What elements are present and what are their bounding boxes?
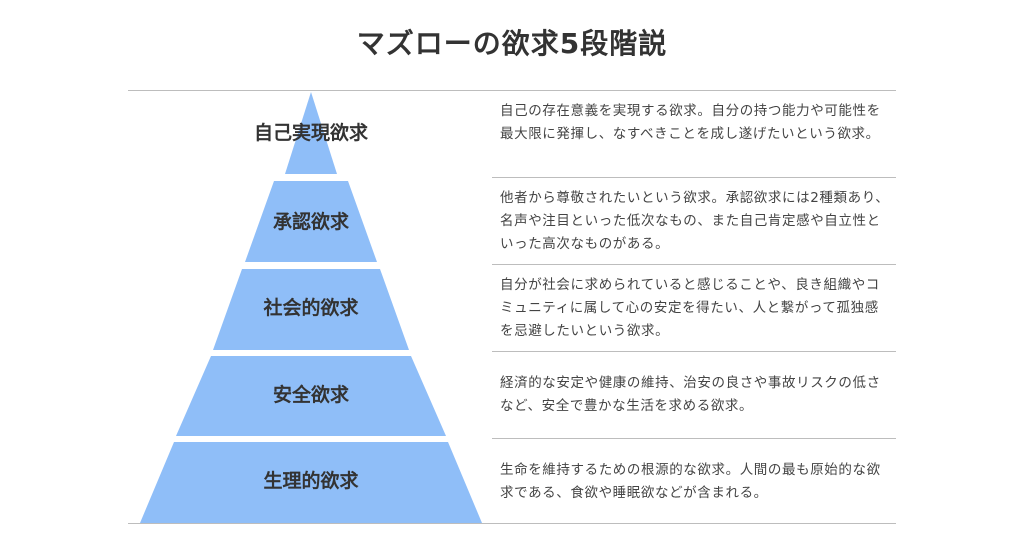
pyramid-diagram: 自己実現欲求 承認欲求 社会的欲求 安全欲求 生理的欲求 自己の存在意義を実現す… [128, 90, 896, 524]
pyramid-tier-esteem [245, 181, 377, 262]
divider-top [128, 90, 896, 91]
divider-bottom [128, 523, 896, 524]
divider-3 [492, 351, 896, 352]
pyramid-tier-social [213, 269, 409, 350]
tier-label-physiological: 生理的欲求 [263, 470, 359, 492]
pyramid-tier-physiological [140, 442, 482, 523]
divider-2 [492, 264, 896, 265]
tier-label-safety: 安全欲求 [272, 384, 349, 406]
tier-description-physiological: 生命を維持するための根源的な欲求。人間の最も原始的な欲求である、食欲や睡眠欲など… [500, 462, 881, 501]
tier-description-esteem: 他者から尊敬されたいという欲求。承認欲求には2種類あり、名声や注目といった低次な… [500, 190, 890, 252]
pyramid-tier-self-actualization [285, 92, 337, 174]
divider-4 [492, 438, 896, 439]
tier-label-esteem: 承認欲求 [272, 211, 349, 233]
page-title: マズローの欲求5段階説 [356, 27, 668, 60]
tier-description-social: 自分が社会に求められていると感じることや、良き組織やコミュニティに属して心の安定… [500, 277, 880, 339]
tier-description-safety: 経済的な安定や健康の維持、治安の良さや事故リスクの低さなど、安全で豊かな生活を求… [500, 375, 881, 414]
pyramid-shape [140, 92, 482, 523]
tier-label-social: 社会的欲求 [263, 297, 359, 319]
pyramid-tier-safety [176, 356, 446, 436]
divider-1 [492, 177, 896, 178]
tier-label-self-actualization: 自己実現欲求 [253, 122, 368, 144]
tier-description-self-actualization: 自己の存在意義を実現する欲求。自分の持つ能力や可能性を最大限に発揮し、なすべきこ… [500, 103, 881, 142]
